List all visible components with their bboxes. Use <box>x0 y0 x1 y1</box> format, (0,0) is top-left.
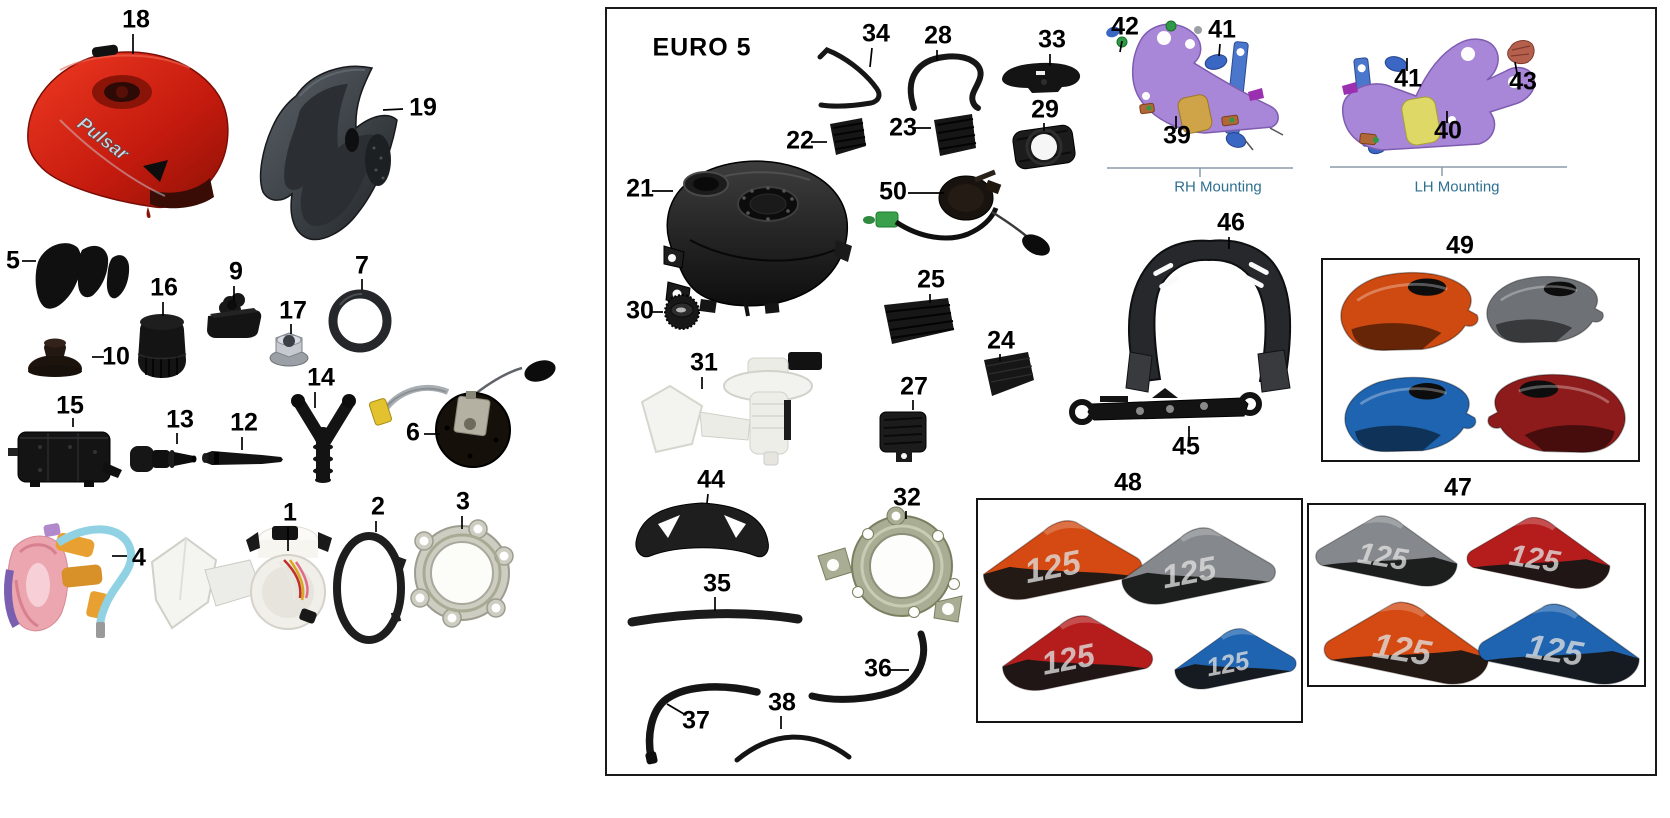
part-label-35: 35 <box>703 569 731 598</box>
part-label-23: 23 <box>889 113 917 142</box>
part-10-damper-rubber <box>28 338 82 377</box>
rh-mounting-label: RH Mounting <box>1174 178 1262 196</box>
part-37-hose <box>645 683 761 765</box>
part-36-hose <box>808 630 928 703</box>
part-43-rubber-stop <box>1507 40 1535 65</box>
lh-mounting-diagram <box>1330 38 1567 176</box>
part-label-44: 44 <box>697 465 725 494</box>
part-17-flange-nut <box>269 332 309 367</box>
part-label-37: 37 <box>682 706 710 735</box>
part-13-rubber-plug <box>130 446 197 472</box>
part-23-rubber-pad <box>934 114 977 156</box>
euro5-section-frame <box>605 7 1657 776</box>
part-22-rubber-pad <box>830 118 867 155</box>
part-label-36: 36 <box>864 654 892 683</box>
part-label-16: 16 <box>150 273 178 302</box>
part-label-30: 30 <box>626 296 654 325</box>
part-50-fuel-gauge-sender <box>863 169 1050 256</box>
part-19-tank-cowl <box>259 65 398 241</box>
part-label-28: 28 <box>924 21 952 50</box>
part-4-filler-hose-assembly <box>4 523 136 638</box>
part-label-25: 25 <box>917 265 945 294</box>
part-label-7: 7 <box>355 251 369 280</box>
part-label-49: 49 <box>1446 231 1474 260</box>
part-label-50: 50 <box>879 177 907 206</box>
part-44-heat-shield <box>635 502 769 558</box>
group-box-48 <box>976 498 1303 723</box>
rh-mounting-diagram <box>1106 20 1293 177</box>
part-34-breather-hose <box>817 47 882 109</box>
part-label-48: 48 <box>1114 468 1142 497</box>
part-label-24: 24 <box>987 326 1015 355</box>
part-29-grommet-plate <box>1012 124 1076 170</box>
part-label-33: 33 <box>1038 25 1066 54</box>
part-18-fuel-tank-red: Pulsar <box>27 44 229 218</box>
part-label-2: 2 <box>371 492 385 521</box>
part-6-fuel-sensor <box>368 360 556 468</box>
part-label-27: 27 <box>900 372 928 401</box>
part-label-43: 43 <box>1509 67 1537 96</box>
part-28-breather-hose <box>907 53 984 111</box>
part-label-22: 22 <box>786 126 814 155</box>
part-label-42: 42 <box>1111 12 1139 41</box>
part-1-fuel-pump-assembly <box>150 525 332 630</box>
part-21-fuel-tank-dark <box>663 160 852 317</box>
part-label-9: 9 <box>229 257 243 286</box>
part-label-45: 45 <box>1172 432 1200 461</box>
part-label-47: 47 <box>1444 473 1472 502</box>
part-label-13: 13 <box>166 405 194 434</box>
part-14-y-connector <box>291 394 356 483</box>
part-9-mount-rubber <box>207 293 262 338</box>
part-label-6: 6 <box>406 418 420 447</box>
part-38-hose <box>734 734 852 763</box>
lh-mounting-label: LH Mounting <box>1414 178 1500 196</box>
part-label-29: 29 <box>1031 95 1059 124</box>
part-3-metal-gasket <box>410 519 514 628</box>
part-5-tank-pads <box>35 243 130 309</box>
part-label-21: 21 <box>626 174 654 203</box>
group-box-47 <box>1307 503 1646 687</box>
part-46-frame-cover <box>1125 239 1292 393</box>
part-label-5: 5 <box>6 246 20 275</box>
part-label-41: 41 <box>1208 15 1236 44</box>
part-15-canister <box>8 431 122 487</box>
part-32-mounting-gasket-plate <box>817 506 963 623</box>
group-box-49 <box>1321 258 1640 462</box>
part-label-19: 19 <box>409 93 437 122</box>
part-label-17: 17 <box>279 296 307 325</box>
part-16-rubber-grommet <box>137 314 187 378</box>
part-2-seal-ring <box>333 532 407 644</box>
part-label-41: 41 <box>1394 64 1422 93</box>
part-label-3: 3 <box>456 487 470 516</box>
part-label-32: 32 <box>893 483 921 512</box>
part-45-bracket-bar <box>1069 388 1262 425</box>
part-30-grommet-ring <box>664 294 700 330</box>
part-35-tube <box>627 609 803 627</box>
part-31-fuel-pump-assembly <box>640 352 822 466</box>
part-25-rubber-pad <box>884 298 955 344</box>
part-27-rubber-pad-tabbed <box>879 411 927 462</box>
part-33-bracket-rubber <box>1002 62 1081 93</box>
euro5-title: EURO 5 <box>652 33 752 62</box>
part-label-34: 34 <box>862 19 890 48</box>
part-label-14: 14 <box>307 363 335 392</box>
part-7-o-ring <box>328 289 392 353</box>
part-label-46: 46 <box>1217 208 1245 237</box>
rh-mounting-bracket-line <box>1107 167 1293 177</box>
part-12-drain-tube <box>202 451 283 465</box>
lh-mounting-bracket-line <box>1330 166 1567 176</box>
part-24-rubber-pad <box>984 352 1034 396</box>
part-label-15: 15 <box>56 391 84 420</box>
part-label-40: 40 <box>1434 116 1462 145</box>
part-label-39: 39 <box>1163 121 1191 150</box>
part-label-10: 10 <box>102 342 130 371</box>
part-label-31: 31 <box>690 348 718 377</box>
part-label-4: 4 <box>132 543 146 572</box>
part-label-12: 12 <box>230 408 258 437</box>
part-label-18: 18 <box>122 5 150 34</box>
part-label-38: 38 <box>768 688 796 717</box>
part-label-1: 1 <box>283 498 297 527</box>
